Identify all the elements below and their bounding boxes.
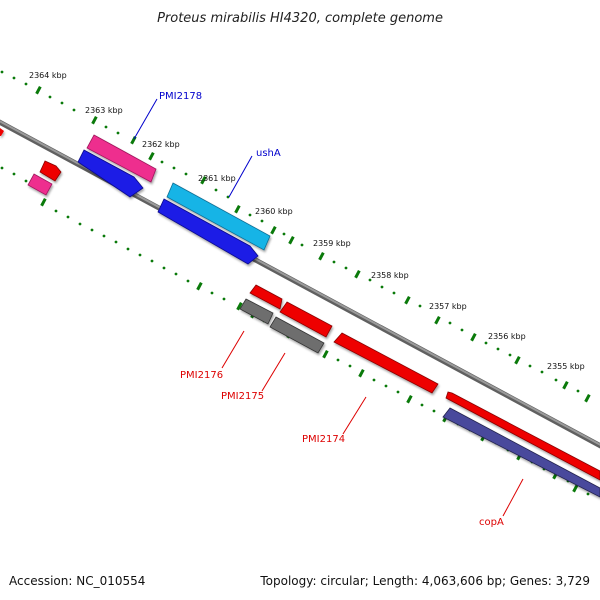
- gene-copa[interactable]: [442, 407, 600, 498]
- gene-usha[interactable]: [166, 182, 271, 251]
- tick-label-2357: 2357 kbp: [429, 302, 467, 311]
- label-leaders: [133, 98, 524, 517]
- gene-blue-arrow-1[interactable]: [77, 149, 144, 198]
- tick-label-2355: 2355 kbp: [547, 362, 585, 371]
- genome-summary-text: Topology: circular; Length: 4,063,606 bp…: [260, 574, 590, 588]
- gene-red-edge[interactable]: [0, 128, 4, 136]
- tick-label-2360: 2360 kbp: [255, 207, 293, 216]
- gene-pink-small-left[interactable]: [27, 173, 53, 196]
- label-pmi2175[interactable]: PMI2175: [221, 391, 264, 402]
- tick-label-2364: 2364 kbp: [29, 71, 67, 80]
- gene-pmi2178[interactable]: [86, 134, 157, 183]
- tick-label-2359: 2359 kbp: [313, 239, 351, 248]
- tick-label-2361: 2361 kbp: [198, 174, 236, 183]
- tick-label-2356: 2356 kbp: [488, 332, 526, 341]
- map-title: Proteus mirabilis HI4320, complete genom…: [157, 11, 443, 26]
- accession-text: Accession: NC_010554: [9, 574, 146, 588]
- gene-red-small-mid[interactable]: [249, 284, 283, 310]
- gene-pmi2175[interactable]: [269, 316, 325, 354]
- label-copa[interactable]: copA: [479, 517, 504, 528]
- tick-label-2358: 2358 kbp: [371, 271, 409, 280]
- gene-red-small-left[interactable]: [39, 160, 62, 182]
- outer-tick-track: [0, 70, 591, 403]
- label-usha[interactable]: ushA: [256, 148, 281, 159]
- gene-pmi2174[interactable]: [333, 332, 439, 394]
- label-pmi2176[interactable]: PMI2176: [180, 370, 223, 381]
- label-pmi2178[interactable]: PMI2178: [159, 91, 202, 102]
- tick-label-2363: 2363 kbp: [85, 106, 123, 115]
- gene-pmi2176[interactable]: [239, 298, 274, 325]
- gene-features: [0, 128, 600, 498]
- gene-blue-arrow-2[interactable]: [157, 198, 259, 265]
- tick-labels: 2364 kbp 2363 kbp 2362 kbp 2361 kbp 2360…: [29, 71, 585, 371]
- gene-copa-red[interactable]: [445, 391, 600, 481]
- label-pmi2174[interactable]: PMI2174: [302, 434, 345, 445]
- gene-labels: PMI2178 ushA PMI2176 PMI2175 PMI2174 cop…: [159, 91, 504, 528]
- tick-label-2362: 2362 kbp: [142, 140, 180, 149]
- gene-pmi2175-red[interactable]: [279, 301, 333, 338]
